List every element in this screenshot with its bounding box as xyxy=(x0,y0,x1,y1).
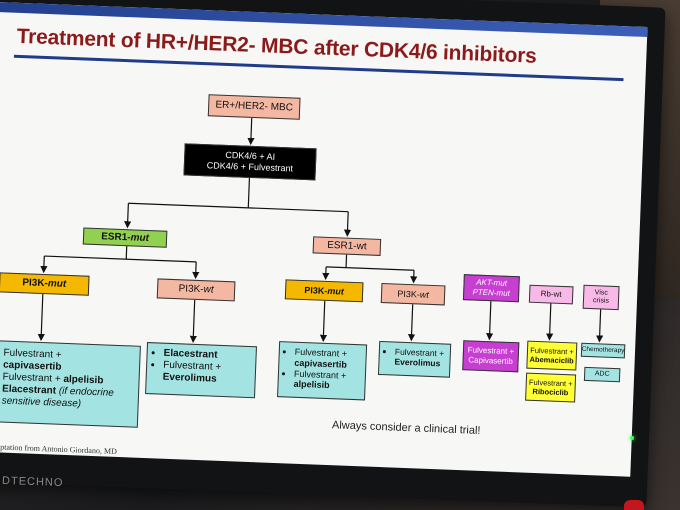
arrow-to-esr1-mut xyxy=(124,203,132,229)
node-cdk46-regimens: CDK4/6 + AI CDK4/6 + Fulvestrant xyxy=(183,143,317,181)
treatment-a-item-2-drug: alpelisib xyxy=(63,373,104,387)
node-pi3k-mut-right: PI3K-mut xyxy=(284,279,364,303)
pi3k-mut-left-suffix: mut xyxy=(47,278,67,290)
pi3k-wt-left-prefix: PI3K- xyxy=(178,283,204,296)
arrow-to-treatment-e xyxy=(486,301,494,341)
treatment-list-a: Fulvestrant +capivasertib Fulvestrant + … xyxy=(0,347,136,412)
treatment-box-chemotherapy: Chemotherapy xyxy=(580,342,626,359)
esr1-mut-prefix: ESR1- xyxy=(100,230,131,243)
akt-line-2: PTEN-mut xyxy=(472,287,511,298)
treatment-box-esr1wt-pi3kwt: Fulvestrant +Everolimus xyxy=(377,340,452,378)
node-visceral-crisis: Visc crisis xyxy=(582,284,620,311)
arrow-to-chemo xyxy=(596,307,604,343)
treatment-box-akt-pten: Fulvestrant + Capivasertib xyxy=(462,340,520,373)
arrow-to-treatment-d xyxy=(407,304,416,342)
treatment-box-esr1mut-pi3kwt: Elacestrant Fulvestrant +Everolimus xyxy=(145,342,257,399)
treatment-a-item-3: Elacestrant (if endocrine sensitive dise… xyxy=(1,384,134,413)
node-esr1-wt: ESR1-wt xyxy=(312,236,382,256)
node-pi3k-wt-right: PI3K-wt xyxy=(380,283,446,306)
treatment-box-esr1mut-pi3kmut: Fulvestrant +capivasertib Fulvestrant + … xyxy=(0,339,141,428)
visc-line-2: crisis xyxy=(592,297,610,305)
treatment-d-item-1: Fulvestrant +Everolimus xyxy=(394,347,444,369)
treatment-a-item-1-pre: Fulvestrant + xyxy=(3,347,62,361)
power-led-icon xyxy=(630,436,634,440)
arrow-to-pi3k-wt-a xyxy=(192,261,200,280)
treatment-c-item-1: Fulvestrant +capivasertib xyxy=(294,347,347,371)
flow-connectors xyxy=(37,117,604,344)
arrow-to-pi3k-mut-a xyxy=(40,256,48,274)
treatment-box-adc: ADC xyxy=(583,366,621,383)
node-pi3k-wt-left: PI3K-wt xyxy=(156,278,236,302)
node-pi3k-mut-left: PI3K-mut xyxy=(0,272,90,296)
pi3k-wt-right-suffix: wt xyxy=(419,289,430,300)
arrow-root-to-cdk xyxy=(247,117,255,146)
treatment-a-item-3-drug: Elacestrant xyxy=(1,383,57,397)
node-er-her2-mbc: ER+/HER2- MBC xyxy=(207,94,301,120)
arrow-to-treatment-b xyxy=(189,299,197,344)
treatment-a-item-2-pre: Fulvestrant + xyxy=(2,371,64,385)
arrow-to-treatment-a xyxy=(37,293,45,342)
pi3k-mut-left-prefix: PI3K- xyxy=(22,277,49,290)
esr1-mut-suffix: mut xyxy=(130,231,150,244)
treatment-b-item-2: Fulvestrant +Everolimus xyxy=(162,360,222,386)
line-esr1-wt-down xyxy=(345,253,348,268)
arrow-to-treatment-c xyxy=(319,300,328,343)
line-esr1-wt-split xyxy=(326,266,415,271)
node-rb-wt: Rb-wt xyxy=(528,284,574,305)
treatment-c-item-2: Fulvestrant +alpelisib xyxy=(293,368,346,392)
monitor-brand-logo: DTECHNO xyxy=(1,474,64,490)
cdk-line-2: CDK4/6 + Fulvestrant xyxy=(206,160,294,174)
treatment-list-b: Elacestrant Fulvestrant +Everolimus xyxy=(150,347,222,386)
pi3k-wt-left-suffix: wt xyxy=(203,284,214,296)
red-object-corner xyxy=(624,500,644,510)
line-cdk-split xyxy=(128,202,349,213)
treatment-box-rb-abemaciclib: Fulvestrant + Abemaciclib xyxy=(526,340,578,371)
line-cdk-down xyxy=(247,177,251,208)
line-esr1-mut-split xyxy=(44,255,197,263)
node-esr1-mut: ESR1-mut xyxy=(82,227,168,248)
treatment-list-c: Fulvestrant +capivasertib Fulvestrant +a… xyxy=(281,346,347,392)
pi3k-wt-right-prefix: PI3K- xyxy=(397,288,421,300)
arrow-to-esr1-wt xyxy=(343,211,352,237)
arrow-to-treatment-f xyxy=(546,303,554,341)
treatment-list-d: Fulvestrant +Everolimus xyxy=(382,346,444,369)
line-esr1-mut-down xyxy=(125,245,128,260)
treatment-a-item-1-drug: capivasertib xyxy=(2,359,62,373)
monitor-screen: Treatment of HR+/HER2- MBC after CDK4/6 … xyxy=(0,2,648,477)
treatment-box-esr1wt-pi3kmut: Fulvestrant +capivasertib Fulvestrant +a… xyxy=(277,341,368,401)
pi3k-mut-right-prefix: PI3K- xyxy=(304,284,328,296)
node-akt-pten-mut: AKT-mut PTEN-mut xyxy=(462,274,520,303)
treatment-box-rb-ribociclib: Fulvestrant + Ribociclib xyxy=(525,372,577,403)
pi3k-mut-right-suffix: mut xyxy=(327,285,345,297)
